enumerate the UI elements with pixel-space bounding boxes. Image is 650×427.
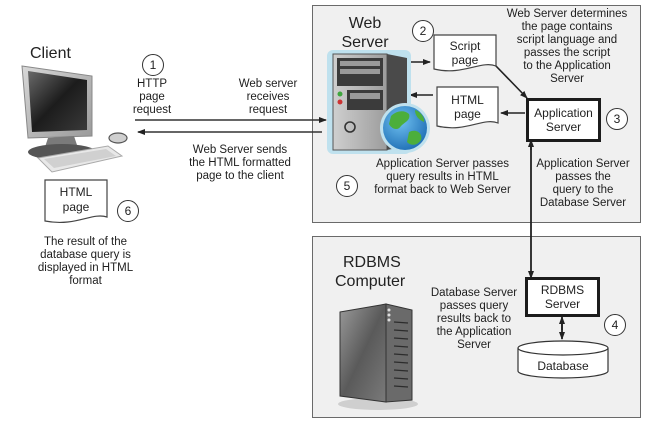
step-2-badge: 2: [412, 20, 434, 42]
app-passes-results-label: Application Server passes query results …: [374, 158, 511, 196]
step-4-badge: 4: [604, 314, 626, 336]
http-page-request-label: HTTP page request: [132, 78, 172, 116]
server-tower-icon: [338, 303, 418, 410]
rdbms-computer-title: RDBMS Computer: [335, 254, 406, 290]
step-5-badge: 5: [336, 175, 358, 197]
rdbms-server-box: RDBMS Server: [525, 277, 600, 317]
db-passes-results-label: Database Server passes query results bac…: [430, 287, 518, 351]
web-server-title: Web Server: [341, 15, 389, 51]
desktop-computer-icon: [21, 65, 128, 173]
client-result-label: The result of the database query is disp…: [37, 236, 134, 287]
web-server-determines-label: Web Server determines the page contains …: [506, 8, 628, 85]
script-page-document: Script page: [433, 34, 497, 74]
server-tower-with-globe-icon: [327, 50, 430, 154]
web-server-sends-label: Web Server sends the HTML formatted page…: [189, 144, 291, 182]
step-1-badge: 1: [142, 54, 164, 76]
database-cylinder: Database: [517, 340, 609, 380]
client-html-page-document: HTML page: [44, 179, 108, 225]
web-server-receives-label: Web server receives request: [238, 78, 298, 116]
database-icon: [517, 340, 609, 379]
step-6-badge: 6: [117, 200, 139, 222]
app-passes-query-label: Application Server passes the query to t…: [536, 158, 630, 209]
step-3-badge: 3: [606, 108, 628, 130]
client-title: Client: [30, 45, 71, 62]
application-server-box: Application Server: [526, 98, 601, 142]
server-html-page-document: HTML page: [436, 86, 499, 131]
